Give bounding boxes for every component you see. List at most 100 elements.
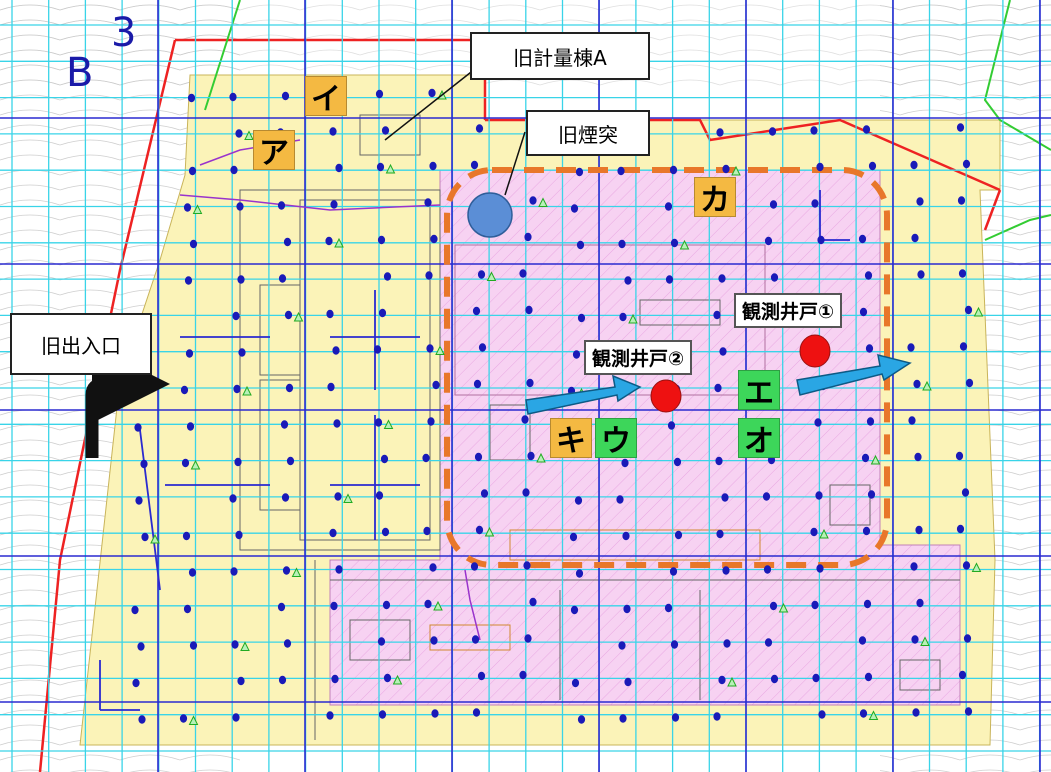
survey-triangle-marker: [727, 676, 737, 687]
sampling-dot: [958, 670, 967, 680]
point-a: ア: [253, 130, 295, 171]
sampling-dot: [280, 420, 289, 429]
sampling-dot: [234, 457, 242, 467]
sampling-dot: [430, 636, 438, 645]
survey-triangle-marker: [731, 165, 741, 176]
well-1-marker: [799, 334, 831, 368]
well-2-label: 観測井戸②: [584, 340, 693, 375]
point-u: ウ: [595, 418, 637, 459]
sampling-dot: [326, 309, 334, 319]
point-o: オ: [738, 418, 780, 459]
sampling-dot: [138, 715, 146, 724]
sampling-dot: [619, 312, 627, 322]
sampling-dot: [334, 492, 342, 501]
sampling-dot: [865, 344, 874, 353]
sampling-dot: [187, 93, 196, 103]
survey-triangle-marker: [242, 385, 252, 396]
sampling-dot: [183, 604, 192, 614]
well-2-marker: [650, 379, 682, 413]
sampling-dot: [916, 598, 924, 608]
sampling-dot: [331, 674, 339, 684]
sampling-dot: [911, 233, 919, 243]
sampling-dot: [422, 453, 430, 463]
sampling-dot: [229, 494, 237, 503]
sampling-dot: [383, 272, 392, 281]
sampling-dot: [426, 344, 434, 353]
sampling-dot: [184, 276, 193, 285]
well-1-label: 観測井戸①: [734, 293, 843, 328]
sampling-dot: [955, 451, 964, 461]
sampling-dot: [432, 380, 440, 390]
sampling-dot: [713, 712, 721, 721]
survey-triangle-marker: [628, 313, 638, 324]
sampling-dot: [470, 562, 479, 571]
sampling-dot: [519, 670, 527, 680]
sampling-dot: [277, 602, 286, 612]
sampling-dot: [571, 678, 580, 688]
sampling-dot: [140, 459, 148, 469]
survey-triangle-marker: [538, 197, 548, 207]
sampling-dot: [332, 346, 340, 355]
sampling-dot: [381, 527, 390, 537]
sampling-dot: [764, 638, 773, 647]
sampling-dot: [286, 456, 295, 466]
sampling-dot: [770, 273, 779, 282]
sampling-dot: [475, 525, 484, 535]
sampling-dot: [670, 238, 679, 248]
sampling-dot: [182, 531, 191, 541]
sampling-dot: [618, 239, 626, 249]
sampling-dot: [715, 456, 723, 466]
sampling-dot: [231, 640, 239, 649]
sampling-dot: [471, 635, 480, 644]
sampling-dot: [278, 675, 287, 685]
sampling-dot: [768, 127, 777, 136]
survey-area-dashed: [444, 167, 890, 568]
survey-triangle-marker: [536, 452, 546, 463]
sampling-dot: [183, 203, 192, 212]
sampling-dot: [521, 415, 529, 424]
old-chimney-label: 旧煙突: [526, 110, 650, 156]
sampling-dot: [572, 350, 581, 359]
sampling-dot: [333, 419, 341, 428]
sampling-dot: [181, 458, 190, 468]
sampling-dot: [330, 200, 338, 209]
grid-column-label: 3: [111, 10, 137, 56]
sampling-dot: [716, 529, 724, 539]
sampling-dot: [667, 421, 676, 430]
sampling-dot: [283, 237, 292, 247]
sampling-dot: [964, 305, 973, 315]
sampling-dot: [764, 236, 773, 246]
sampling-dot: [185, 349, 194, 358]
sampling-dot: [859, 709, 868, 718]
sampling-dot: [382, 600, 391, 610]
sampling-dot: [374, 418, 383, 427]
sampling-dot: [375, 89, 384, 99]
survey-triangle-marker: [293, 311, 304, 322]
point-e: エ: [738, 370, 780, 411]
sampling-dot: [956, 524, 965, 534]
sampling-dot: [377, 637, 386, 646]
survey-triangle-marker: [920, 636, 930, 646]
sampling-dot: [524, 634, 532, 643]
structure-lines: [239, 114, 960, 740]
survey-triangle-marker: [819, 528, 829, 539]
sampling-dot: [523, 561, 531, 570]
sampling-dot: [664, 603, 673, 613]
sampling-dot: [429, 563, 437, 572]
sampling-dot: [477, 270, 486, 279]
sampling-dot: [325, 236, 333, 246]
sampling-dot: [816, 162, 824, 172]
sampling-dot: [137, 642, 145, 651]
point-ki: キ: [550, 418, 592, 459]
sampling-dot: [858, 234, 867, 244]
sampling-dot: [529, 597, 537, 607]
sampling-dot: [673, 457, 682, 467]
sampling-dot: [721, 493, 729, 502]
sampling-dot: [962, 159, 971, 169]
sampling-dot: [862, 526, 871, 536]
sampling-dot: [383, 673, 392, 683]
sampling-dot: [577, 715, 586, 724]
survey-triangle-marker: [868, 710, 879, 720]
sampling-dot: [526, 378, 534, 388]
